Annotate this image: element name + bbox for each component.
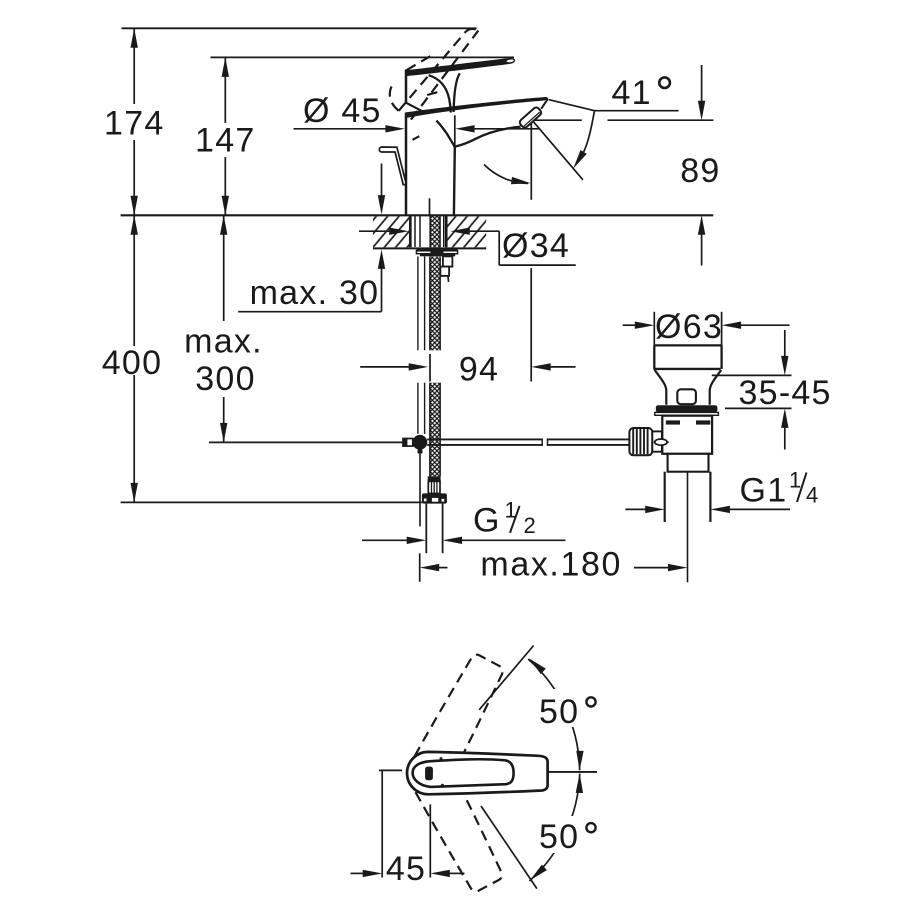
svg-text:174: 174 <box>104 105 164 143</box>
svg-text:max.180: max.180 <box>480 546 622 584</box>
svg-text:45: 45 <box>386 850 426 888</box>
svg-text:94: 94 <box>459 351 499 389</box>
svg-text:147: 147 <box>195 122 255 160</box>
svg-text:Ø63: Ø63 <box>655 308 723 346</box>
svg-text:89: 89 <box>680 152 720 190</box>
svg-text:1: 1 <box>789 468 803 493</box>
svg-text:4: 4 <box>806 483 820 508</box>
svg-text:1: 1 <box>505 498 519 523</box>
svg-text:G: G <box>473 502 501 540</box>
svg-text:G1: G1 <box>740 471 788 509</box>
svg-text:Ø34: Ø34 <box>502 227 570 265</box>
svg-text:41: 41 <box>612 74 652 112</box>
svg-text:2: 2 <box>524 513 538 538</box>
svg-text:400: 400 <box>102 344 162 382</box>
svg-text:50: 50 <box>539 818 579 856</box>
svg-text:300: 300 <box>195 360 255 398</box>
svg-text:50: 50 <box>539 693 579 731</box>
svg-text:35-45: 35-45 <box>739 374 832 412</box>
svg-text:Ø 45: Ø 45 <box>303 92 382 130</box>
svg-text:max.: max. <box>184 323 263 361</box>
svg-text:max. 30: max. 30 <box>250 274 380 312</box>
